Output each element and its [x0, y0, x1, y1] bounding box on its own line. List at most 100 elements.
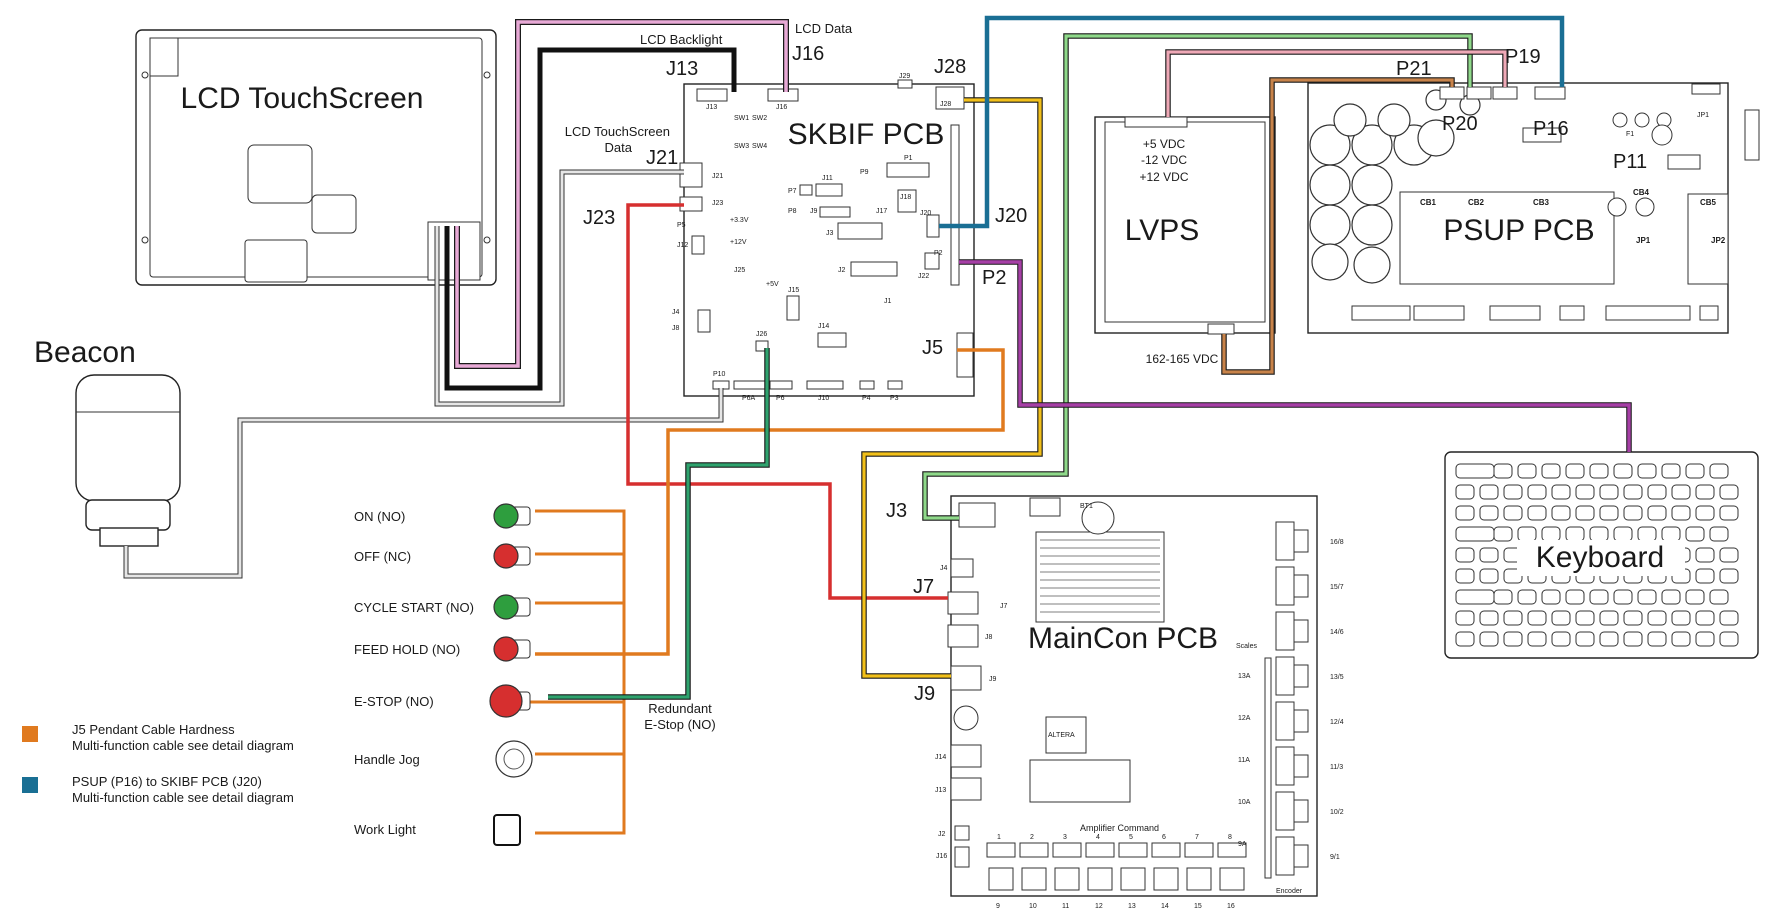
pendant-item: FEED HOLD (NO)	[354, 636, 531, 662]
maincon-heatsink	[1035, 531, 1165, 623]
maincon-enc-num: 14	[1161, 903, 1169, 910]
maincon-bottom-connectors	[986, 842, 1247, 891]
svg-text:J29: J29	[899, 73, 910, 80]
wire-redundant-estop	[548, 348, 769, 699]
wire-redundant-outline	[548, 348, 770, 700]
lvps-label-5v: +5 VDC	[1143, 137, 1186, 151]
label-j5: J5	[922, 337, 943, 359]
lcd-touchscreen: LCD TouchScreen	[135, 29, 497, 286]
svg-text:SW4: SW4	[752, 143, 767, 150]
keyboard-key	[1455, 568, 1475, 584]
label-j20: J20	[995, 205, 1027, 227]
psup-p19-conn	[1492, 86, 1518, 100]
label-j28: J28	[934, 56, 966, 78]
pushbutton-icon	[493, 594, 519, 620]
maincon-right-conn	[1275, 746, 1295, 786]
wire-beacon	[124, 388, 723, 578]
keyboard-key	[1589, 463, 1609, 479]
keyboard-key	[1575, 631, 1595, 647]
svg-text:F1: F1	[1626, 131, 1634, 138]
lvps-in-conn	[1207, 323, 1235, 335]
label-lcd-data: LCD Data	[795, 21, 853, 36]
maincon-amp-conn	[1118, 842, 1148, 858]
wire-j23-j7	[626, 203, 948, 600]
legend-2-line1: PSUP (P16) to SKIBF PCB (J20)	[72, 774, 262, 789]
svg-text:P1: P1	[904, 155, 913, 162]
maincon-right-num: 9/1	[1330, 854, 1340, 861]
pendant-item: CYCLE START (NO)	[354, 594, 531, 620]
svg-text:J8: J8	[672, 325, 680, 332]
keyboard-key	[1719, 631, 1739, 647]
maincon-scale-num: 11A	[1238, 757, 1250, 764]
keyboard-key	[1455, 484, 1475, 500]
psup-p16-conn	[1534, 86, 1566, 100]
legend-1-line2: Multi-function cable see detail diagram	[72, 738, 294, 753]
wire-lcd-data	[455, 20, 788, 368]
skbif-j20-conn	[926, 214, 940, 238]
maincon-enc-num: 11	[1062, 903, 1069, 910]
maincon-right-conn	[1275, 656, 1295, 696]
wire-p21-lvps	[1222, 78, 1454, 374]
keyboard-key	[1661, 526, 1681, 542]
keyboard-key	[1517, 526, 1537, 542]
maincon-j2-conn	[954, 825, 970, 841]
skbif-j18-conn	[897, 189, 917, 213]
keyboard-key	[1599, 484, 1619, 500]
psup-mid-conn	[1522, 127, 1562, 143]
svg-text:J18: J18	[900, 194, 911, 201]
label-j21: J21	[646, 147, 678, 169]
svg-text:P7: P7	[788, 188, 797, 195]
maincon-enc-num: 15	[1194, 903, 1202, 910]
svg-text:J20: J20	[920, 210, 931, 217]
skbif-j15-conn	[786, 295, 800, 321]
beacon-dome	[75, 374, 181, 502]
svg-text:J11: J11	[822, 175, 833, 182]
svg-text:Encoder: Encoder	[1276, 888, 1303, 895]
keyboard-key	[1503, 631, 1523, 647]
keyboard-key	[1455, 631, 1475, 647]
maincon-right-conn	[1275, 791, 1295, 831]
psup-p20-conn	[1466, 86, 1492, 100]
maincon-amp-num: 3	[1063, 834, 1067, 841]
keyboard-key	[1695, 610, 1715, 626]
svg-text:CB1: CB1	[1420, 198, 1437, 207]
keyboard-key	[1527, 631, 1547, 647]
legend-1-line1: J5 Pendant Cable Hardness	[72, 722, 235, 737]
maincon-scales-strip	[1264, 657, 1272, 879]
maincon-scale-num: 9A	[1238, 841, 1247, 848]
svg-text:CB5: CB5	[1700, 198, 1717, 207]
psup-capacitors	[1309, 89, 1481, 284]
keyboard-key	[1479, 568, 1499, 584]
keyboard-key	[1637, 463, 1657, 479]
maincon-right-num: 15/7	[1330, 584, 1344, 591]
maincon-j4-conn	[950, 558, 974, 578]
maincon-altera-chip	[1045, 716, 1087, 754]
maincon-round-conn	[953, 705, 979, 731]
svg-text:CB3: CB3	[1533, 198, 1550, 207]
svg-text:J17: J17	[876, 208, 887, 215]
lcd-inner-frame	[149, 37, 483, 278]
label-p11: P11	[1613, 151, 1647, 173]
keyboard-key	[1517, 463, 1537, 479]
svg-text:+12V: +12V	[730, 239, 747, 246]
keyboard-key	[1565, 589, 1585, 605]
keyboard-key	[1551, 484, 1571, 500]
keyboard-key	[1719, 484, 1739, 500]
maincon-right-latch	[1293, 619, 1309, 643]
maincon-pcb: BT1 J4 J7 J8 J9 J14 J13 J2 J16 ALTERA Sc…	[935, 495, 1344, 910]
keyboard-key	[1661, 589, 1681, 605]
keyboard-key	[1623, 631, 1643, 647]
pendant-item: Work Light	[354, 814, 521, 846]
skbif-pcb: SKBIF PCB J13 J16 J29	[672, 73, 975, 402]
skbif-j22-conn	[924, 252, 940, 270]
maincon-right-num: 12/4	[1330, 719, 1344, 726]
keyboard-key	[1455, 547, 1475, 563]
lvps-out-conn	[1124, 116, 1188, 128]
keyboard-key	[1575, 505, 1595, 521]
estop-button-icon	[489, 684, 523, 718]
keyboard-key	[1575, 610, 1595, 626]
keyboard-key	[1455, 505, 1475, 521]
skbif-j29-conn	[897, 79, 913, 89]
keyboard-key	[1671, 484, 1691, 500]
wire-p16-j20	[939, 15, 1565, 229]
